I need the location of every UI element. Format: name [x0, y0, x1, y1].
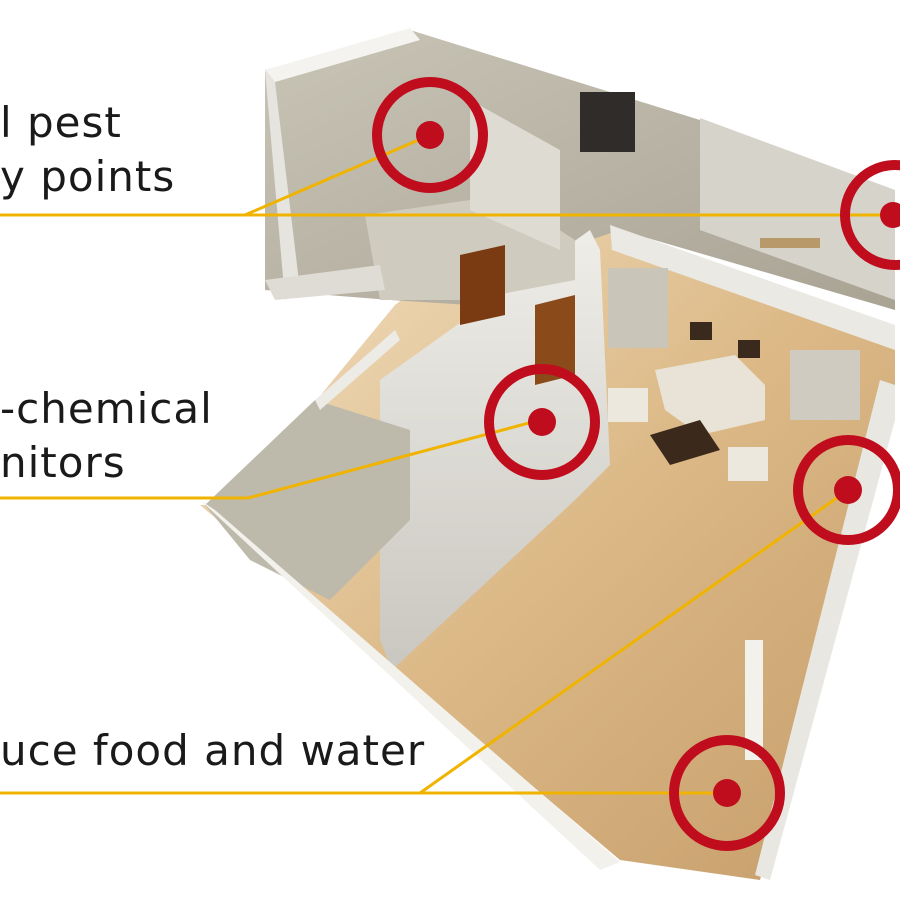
- marker-ring: [484, 364, 600, 480]
- marker-dot: [834, 476, 862, 504]
- callout-monitors: -chemical nitors: [0, 382, 213, 490]
- marker-dot: [713, 779, 741, 807]
- marker-ring: [372, 77, 488, 193]
- balcony-box: [265, 265, 385, 300]
- callout-line: -chemical: [0, 384, 213, 433]
- marker-entry-top-right: [840, 160, 900, 270]
- doorway-2: [535, 295, 575, 385]
- picture-frame-2: [738, 340, 760, 358]
- marker-ring: [669, 735, 785, 851]
- marker-ring: [793, 435, 900, 545]
- sofa: [655, 355, 765, 435]
- bookshelf-left: [608, 268, 668, 348]
- leader-lines: [0, 133, 890, 795]
- callout-line: l pest: [0, 98, 122, 147]
- outer-wall-left: [265, 70, 300, 300]
- marker-monitor: [484, 364, 600, 480]
- picture-frame-1: [690, 322, 712, 340]
- marker-dot: [880, 202, 900, 228]
- callout-line: y points: [0, 152, 176, 201]
- right-wall-edge: [755, 380, 895, 880]
- leader-line-monitor: [0, 418, 541, 500]
- marker-food-right: [793, 435, 900, 545]
- armchair-left: [608, 388, 648, 422]
- radiator: [745, 640, 763, 760]
- marker-entry-top-left: [372, 77, 488, 193]
- kitchen-back-wall: [700, 118, 895, 300]
- marker-dot: [416, 121, 444, 149]
- marker-dot: [528, 408, 556, 436]
- kitchen-cabinet: [580, 92, 635, 152]
- armchair-right: [728, 447, 768, 481]
- bath-partition: [470, 100, 560, 250]
- living-back-wall: [610, 225, 895, 350]
- callout-entry-points: l pest y points: [0, 96, 175, 204]
- bookshelf-right: [790, 350, 860, 420]
- front-wall-edge: [200, 500, 620, 870]
- callout-line: nitors: [0, 438, 126, 487]
- marker-ring: [840, 160, 900, 270]
- closet-wall: [315, 330, 400, 410]
- outer-wall-top: [265, 28, 420, 82]
- coffee-table: [650, 420, 720, 465]
- doorway: [460, 245, 505, 325]
- marker-food-bottom: [669, 735, 785, 851]
- kitchen-shelf: [760, 238, 820, 248]
- callout-line: uce food and water: [0, 726, 426, 775]
- callout-food-water: uce food and water: [0, 724, 425, 778]
